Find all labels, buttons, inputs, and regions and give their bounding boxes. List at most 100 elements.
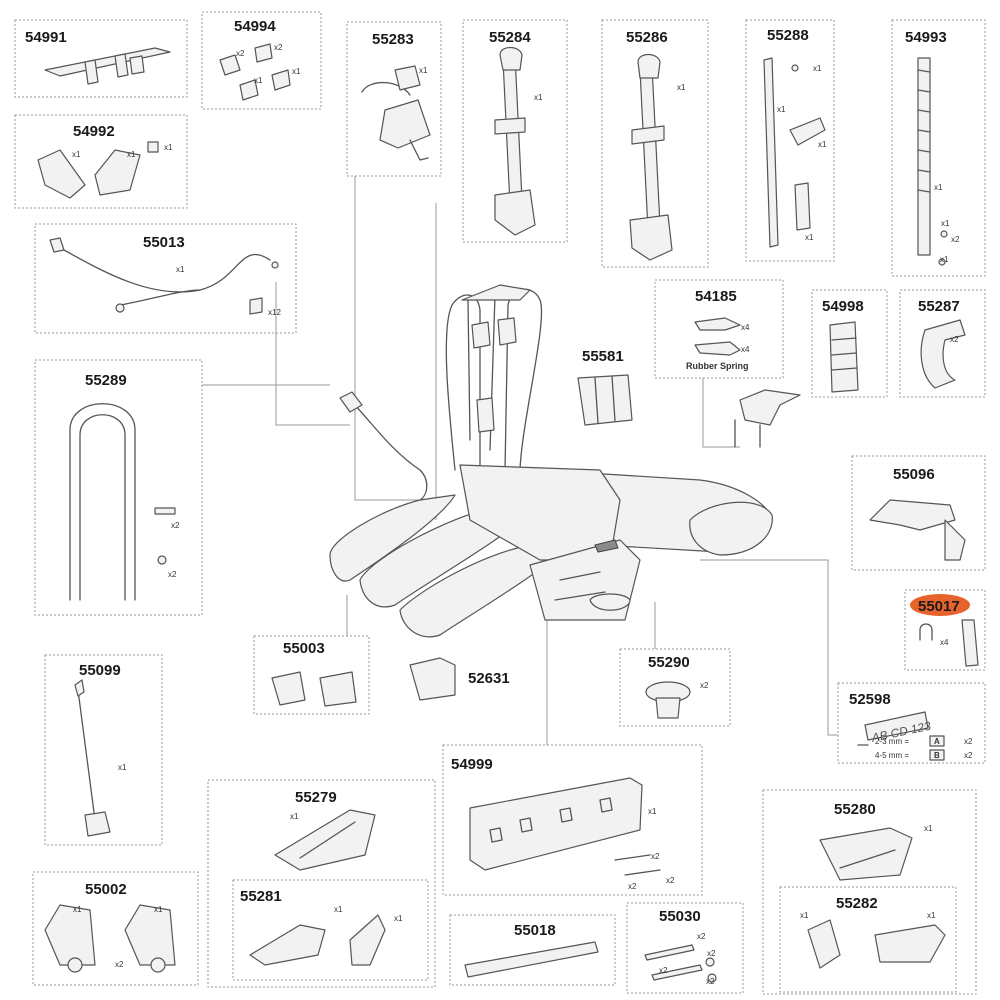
qty-label: x2: [707, 949, 716, 958]
part-55290-illustration: [645, 681, 691, 719]
part-54185-illustration: [694, 317, 801, 448]
part-number-55013: 55013: [143, 234, 185, 251]
qty-label: x2: [168, 570, 177, 579]
part-number-55286: 55286: [626, 29, 668, 46]
part-number-55279: 55279: [295, 789, 337, 806]
qty-label: x12: [268, 308, 281, 317]
qty-label: x2: [951, 235, 960, 244]
part-number-55283: 55283: [372, 31, 414, 48]
part-number-52631: 52631: [468, 670, 510, 687]
qty-label: x1: [73, 905, 82, 914]
qty-label: x2: [651, 852, 660, 861]
part-55287-illustration: [920, 319, 966, 389]
part-number-55003: 55003: [283, 640, 325, 657]
qty-label: x1: [924, 824, 933, 833]
qty-label: x1: [927, 911, 936, 920]
part-boxes: [14, 11, 986, 995]
qty-label: x2: [706, 977, 715, 986]
part-number-54994: 54994: [234, 18, 276, 35]
qty-label: x4: [741, 323, 750, 332]
size-b-label: 4-5 mm =: [875, 751, 909, 760]
qty-label: x1: [777, 105, 786, 114]
part-55281-illustration: [249, 914, 386, 966]
part-number-55581: 55581: [582, 348, 624, 365]
size-b-letter: B: [934, 751, 940, 760]
part-55002-illustration: [44, 904, 176, 973]
part-52598-illustration: [857, 711, 945, 761]
part-number-55282: 55282: [836, 895, 878, 912]
leader-55013: [275, 282, 350, 426]
qty-label: x2: [700, 681, 709, 690]
part-55017-illustration: [910, 594, 979, 667]
part-55288-illustration: [763, 57, 826, 248]
part-54994-illustration: [219, 43, 291, 101]
part-number-54992: 54992: [73, 123, 115, 140]
qty-label: x2: [171, 521, 180, 530]
qty-label: x1: [818, 140, 827, 149]
part-number-55290: 55290: [648, 654, 690, 671]
leader-lines: [202, 176, 838, 745]
part-54993-illustration: [917, 57, 948, 266]
qty-label: x1: [800, 911, 809, 920]
qty-label: x1: [254, 76, 263, 85]
part-number-54999: 54999: [451, 756, 493, 773]
part-number-55280: 55280: [834, 801, 876, 818]
qty-label: x4: [741, 345, 750, 354]
qty-label: x1: [648, 807, 657, 816]
part-numbers: 54991 54994 55283 55284 55286 55288 5499…: [25, 18, 960, 939]
part-55289-illustration: [69, 403, 176, 601]
part-number-55018: 55018: [514, 922, 556, 939]
part-54992-illustration: [37, 141, 159, 199]
qty-label: x2: [628, 882, 637, 891]
qty-label: x1: [164, 143, 173, 152]
qty-label: x1: [805, 233, 814, 242]
qty-label: x1: [940, 255, 949, 264]
qty-label: x1: [677, 83, 686, 92]
part-number-55096: 55096: [893, 466, 935, 483]
part-55018-illustration: [464, 941, 599, 978]
part-54991-illustration: [44, 47, 171, 85]
part-55284-illustration: [494, 46, 536, 236]
part-number-54991: 54991: [25, 29, 67, 46]
part-number-55284: 55284: [489, 29, 531, 46]
qty-label: x1: [127, 150, 136, 159]
part-number-55002: 55002: [85, 881, 127, 898]
part-55099-illustration: [74, 679, 111, 837]
leader-52598: [700, 559, 838, 736]
qty-label: x1: [934, 183, 943, 192]
part-number-55281: 55281: [240, 888, 282, 905]
part-number-55030: 55030: [659, 908, 701, 925]
part-55282-illustration: [807, 919, 946, 969]
part-54998-illustration: [829, 321, 859, 393]
part-55003-illustration: [271, 671, 357, 707]
part-55013-illustration: [49, 237, 279, 315]
part-number-55099: 55099: [79, 662, 121, 679]
qty-label: x1: [290, 812, 299, 821]
size-a-letter: A: [934, 737, 940, 746]
qty-label: x2: [964, 751, 973, 760]
qty-label: x2: [236, 49, 245, 58]
part-number-55288: 55288: [767, 27, 809, 44]
part-number-54998: 54998: [822, 298, 864, 315]
part-55286-illustration: [629, 53, 673, 261]
part-54999-illustration: [469, 777, 661, 876]
qty-label: x1: [813, 64, 822, 73]
part-number-54185: 54185: [695, 288, 737, 305]
qty-label: x1: [941, 219, 950, 228]
qty-label: x2: [115, 960, 124, 969]
qty-label: x2: [274, 43, 283, 52]
part-number-52598: 52598: [849, 691, 891, 708]
qty-label: x2: [697, 932, 706, 941]
part-number-55017: 55017: [918, 598, 960, 615]
qty-label: x2: [964, 737, 973, 746]
qty-label: x1: [72, 150, 81, 159]
qty-label: x1: [334, 905, 343, 914]
qty-label: x1: [419, 66, 428, 75]
part-number-54993: 54993: [905, 29, 947, 46]
part-55279-illustration: [274, 809, 376, 871]
part-55581-illustration: [577, 374, 633, 426]
part-55280-illustration: [819, 827, 913, 881]
qty-label: x1: [176, 265, 185, 274]
part-55096-illustration: [869, 499, 966, 561]
